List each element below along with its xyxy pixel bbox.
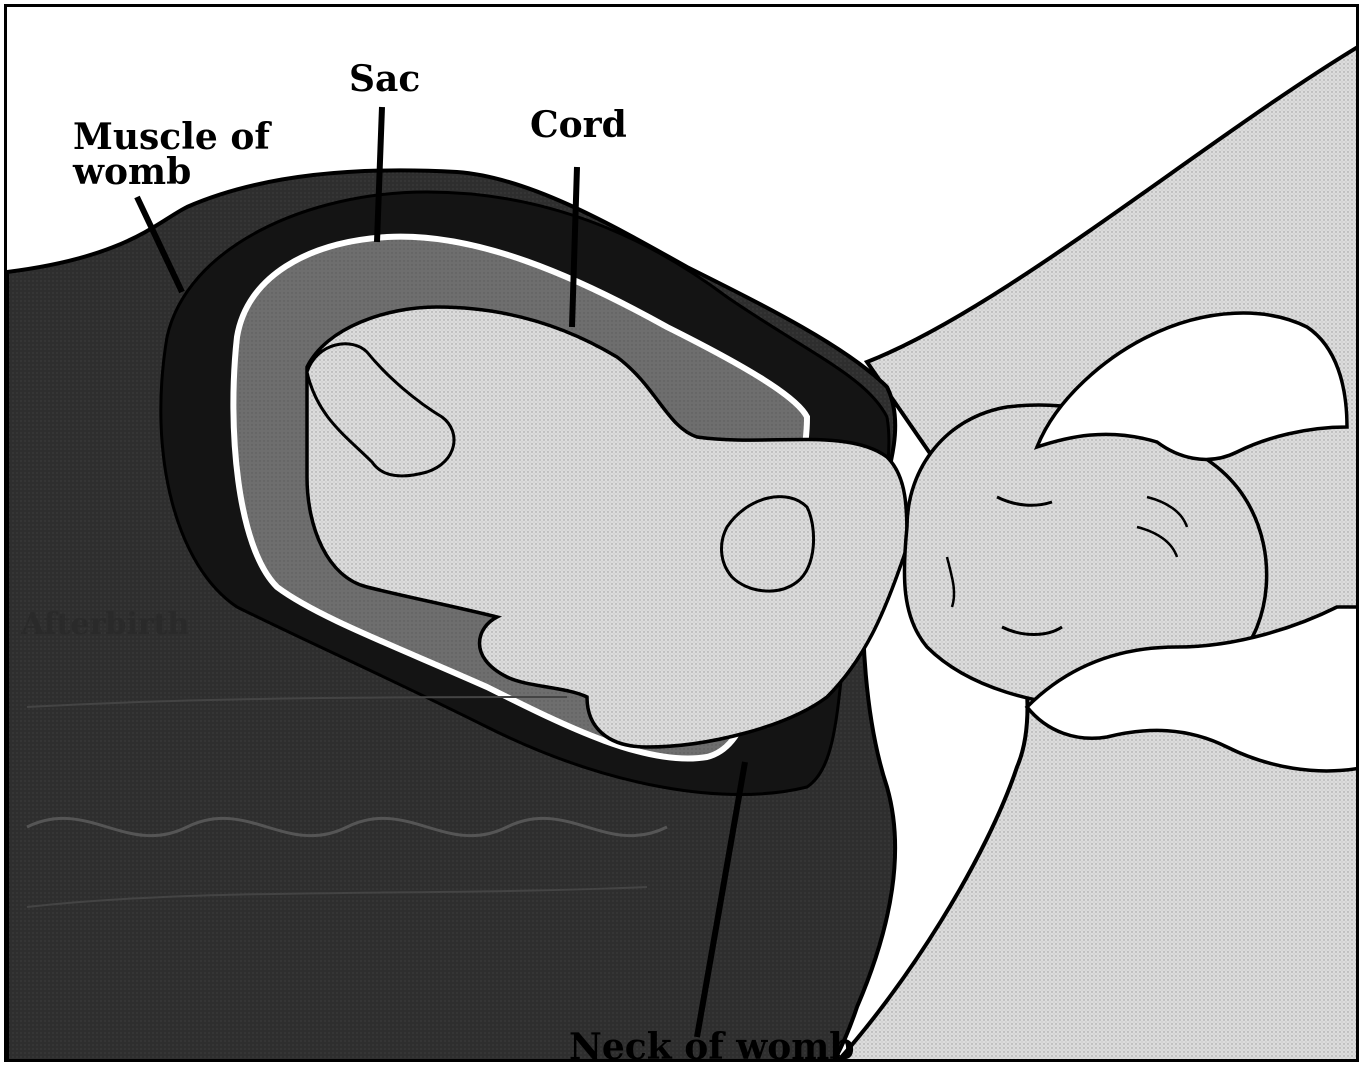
label-cord: Cord <box>530 105 627 145</box>
label-afterbirth: Afterbirth <box>21 607 189 642</box>
diagram-artwork <box>7 7 1359 1062</box>
diagram-frame: Sac Cord Muscle of womb Afterbirth Neck … <box>4 4 1359 1062</box>
label-neck-of-womb: Neck of womb <box>569 1027 855 1062</box>
label-muscle-of-womb-line2: womb <box>73 152 191 192</box>
label-sac: Sac <box>349 59 420 99</box>
